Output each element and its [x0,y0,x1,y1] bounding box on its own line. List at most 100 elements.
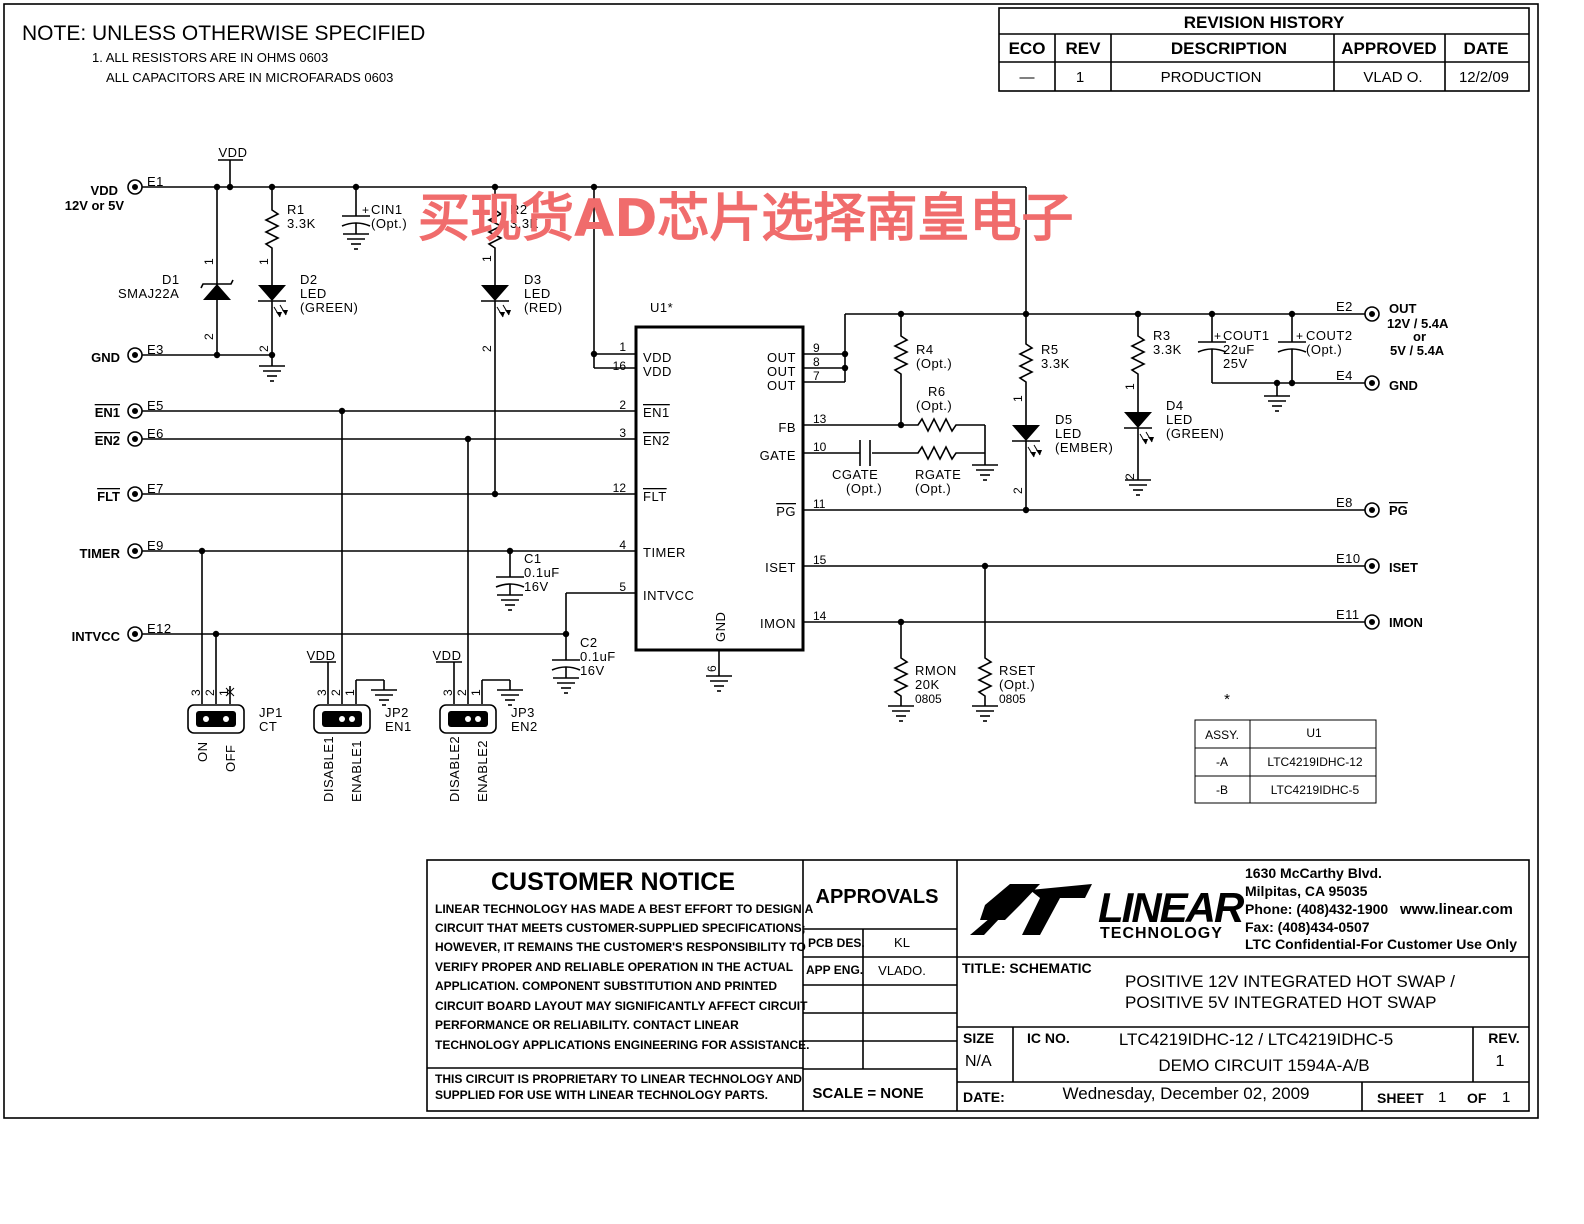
svg-text:1: 1 [217,689,231,696]
svg-text:+: + [1296,329,1303,343]
r2-resistor: R2 3.3K [488,199,538,259]
svg-text:IMON: IMON [760,616,796,631]
svg-text:OUT: OUT [767,364,796,379]
approval-pcb-des-value: KL [894,935,910,950]
left-terminals: VDD 12V or 5V GND EN1 EN2 FLT TIMER INTV… [65,174,172,644]
svg-text:JP1: JP1 [259,705,283,720]
svg-text:3: 3 [619,426,626,440]
svg-text:JP3: JP3 [511,705,535,720]
cgate-capacitor: CGATE (Opt.) [832,440,882,496]
svg-text:LED: LED [300,286,327,301]
turret-e1: E1 [147,174,164,189]
svg-text:25V: 25V [1223,356,1248,371]
r3-resistor: R3 3.3K [1131,325,1182,385]
svg-text:D3: D3 [524,272,542,287]
turret-e9: E9 [147,538,164,553]
turret-e6: E6 [147,426,164,441]
svg-text:SMAJ22A: SMAJ22A [118,286,179,301]
logo-sub: TECHNOLOGY [1100,925,1223,942]
turret-e10: E10 [1336,551,1361,566]
customer-notice-line-5: APPLICATION. COMPONENT SUBSTITUTION AND … [435,979,777,993]
website: www.linear.com [1399,901,1513,918]
svg-text:(Opt.): (Opt.) [1306,342,1342,357]
svg-text:1: 1 [469,689,483,696]
svg-text:COUT1: COUT1 [1223,328,1270,343]
u1-ic: U1* 1 VDD 16 VDD 2 EN1 3 EN2 12 FLT 4 TI… [613,300,827,672]
svg-text:13: 13 [813,412,827,426]
svg-text:ISET: ISET [765,560,796,575]
customer-notice-line-8: TECHNOLOGY APPLICATIONS ENGINEERING FOR … [435,1038,809,1052]
svg-text:R1: R1 [287,202,305,217]
svg-text:U1: U1 [1306,726,1322,740]
turret-e3: E3 [147,342,164,357]
r5-resistor: R5 3.3K [1019,333,1069,393]
title-line-2: POSITIVE 5V INTEGRATED HOT SWAP [1125,993,1436,1012]
svg-text:FLT: FLT [643,489,667,504]
gnd-symbol-gate [971,464,999,481]
svg-text:GATE: GATE [760,448,796,463]
svg-text:2: 2 [455,689,469,696]
svg-text:R3: R3 [1153,328,1171,343]
svg-text:(GREEN): (GREEN) [1166,426,1224,441]
rev-cell-eco: — [1020,69,1035,86]
svg-text:LED: LED [1166,412,1193,427]
cout1-capacitor: + COUT1 22uF 25V [1197,328,1270,371]
proprietary-line-2: SUPPLIED FOR USE WITH LINEAR TECHNOLOGY … [435,1088,768,1102]
svg-text:12: 12 [613,481,627,495]
customer-notice-line-4: VERIFY PROPER AND RELIABLE OPERATION IN … [435,960,793,974]
rev-header-rev: REV [1066,39,1102,58]
rev-header-description: DESCRIPTION [1171,39,1287,58]
svg-text:3.3K: 3.3K [1153,342,1182,357]
svg-text:R4: R4 [916,342,934,357]
svg-text:+: + [1214,329,1221,343]
scale-label: SCALE = NONE [812,1085,923,1102]
title-label: TITLE: SCHEMATIC [962,960,1092,976]
svg-text:OUT: OUT [767,378,796,393]
svg-text:ASSY.: ASSY. [1205,728,1239,742]
revision-history-title: REVISION HISTORY [1184,13,1345,32]
address-line-4: Fax: (408)434-0507 [1245,919,1370,935]
customer-notice-title: CUSTOMER NOTICE [491,868,735,896]
svg-text:CT: CT [259,719,277,734]
address-line-2: Milpitas, CA 95035 [1245,883,1368,899]
turret-e7: E7 [147,481,164,496]
svg-text:CIN1: CIN1 [371,202,403,217]
date-value: Wednesday, December 02, 2009 [1063,1084,1310,1103]
svg-text:1: 1 [257,258,271,265]
svg-text:3: 3 [315,689,329,696]
svg-text:15: 15 [813,553,827,567]
address-line-1: 1630 McCarthy Blvd. [1245,865,1382,881]
svg-text:JP2: JP2 [385,705,409,720]
svg-text:(Opt.): (Opt.) [916,398,952,413]
svg-text:RGATE: RGATE [915,467,961,482]
d1-tvs-diode: D1 SMAJ22A 1 2 [118,258,234,340]
svg-text:VDD: VDD [643,364,672,379]
rev-header-eco: ECO [1009,39,1046,58]
confidential-notice: LTC Confidential-For Customer Use Only [1245,936,1517,952]
ic-label: IC NO. [1027,1030,1070,1046]
svg-text:8: 8 [813,355,820,369]
svg-text:5: 5 [619,580,626,594]
junctions [198,183,1296,638]
svg-text:2: 2 [329,689,343,696]
rgate-resistor: RGATE (Opt.) [907,446,967,496]
svg-text:LED: LED [524,286,551,301]
svg-text:3: 3 [441,689,455,696]
svg-text:EN2: EN2 [643,433,670,448]
jp3-jumper: VDD 3 2 1 JP3 EN2 DISABLE2 ENABLE2 [433,648,538,802]
sheet-label: SHEET [1377,1090,1424,1106]
c1-capacitor: C1 0.1uF 16V [495,551,559,611]
svg-text:LTC4219IDHC-5: LTC4219IDHC-5 [1271,783,1360,797]
svg-text:OUT: OUT [767,350,796,365]
of-value: 1 [1502,1089,1510,1106]
rev-cell-approved: VLAD O. [1363,69,1422,86]
svg-text:RMON: RMON [915,663,957,678]
rmon-resistor: RMON 20K 0805 [887,647,957,722]
term-vdd: VDD [91,183,118,198]
turret-e12: E12 [147,621,172,636]
term-gnd-right: GND [1389,378,1418,393]
term-gnd: GND [91,350,120,365]
svg-text:VDD: VDD [643,350,672,365]
svg-text:(RED): (RED) [524,300,563,315]
c2-capacitor: C2 0.1uF 16V [551,635,615,694]
